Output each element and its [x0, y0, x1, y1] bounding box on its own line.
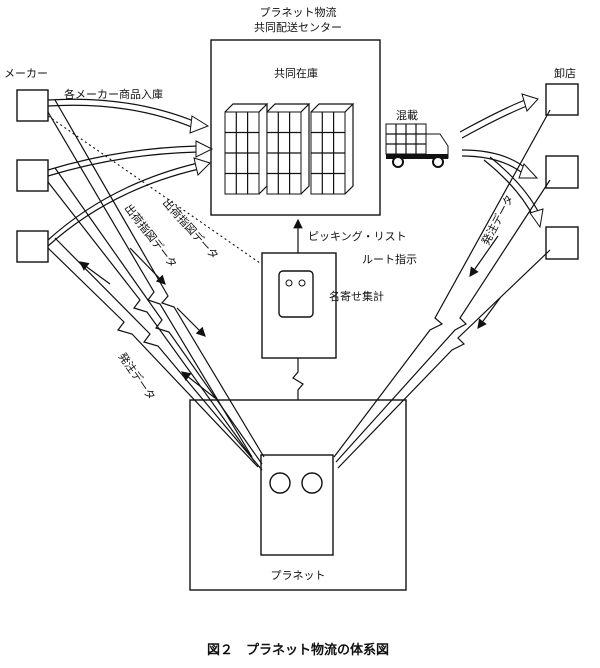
- wholesaler-box-2: [545, 155, 579, 189]
- maker-box-3: [16, 230, 49, 263]
- left-data-lines: [47, 99, 265, 471]
- aggregation-computer-icon: [278, 270, 314, 318]
- dotted-shipping-line: [47, 115, 271, 271]
- inbound-label: 各メーカー商品入庫: [64, 87, 163, 101]
- center-title-line1: プラネット物流: [260, 5, 337, 19]
- right-arrow-up-1: [469, 235, 499, 277]
- planet-computer-box: [260, 454, 334, 556]
- maker-box-2: [16, 159, 49, 192]
- outbound-arrows: [459, 93, 544, 229]
- wholesaler-box-1: [545, 83, 579, 116]
- route-instruction-label: ルート指示: [362, 252, 417, 266]
- right-data-lines: [333, 109, 551, 469]
- inbound-arrows: [47, 98, 214, 247]
- planet-label: プラネット: [271, 569, 326, 582]
- picking-list-label: ピッキング・リスト: [308, 229, 407, 243]
- left-arrow-up-1: [79, 261, 111, 285]
- wholesaler-label: 卸店: [554, 66, 576, 80]
- left-arrow-down-2: [176, 307, 206, 337]
- wholesaler-box-3: [545, 226, 579, 260]
- figure-caption: 図２ プラネット物流の体系図: [207, 642, 389, 658]
- mixed-load-label: 混載: [396, 109, 418, 122]
- maker-box-1: [16, 89, 49, 122]
- left-arrow-up-2: [181, 371, 216, 399]
- right-arrow-up-2: [477, 297, 501, 329]
- inventory-stack-middle-icon: [266, 103, 311, 195]
- inventory-stack-right-icon: [310, 103, 355, 195]
- center-title-line2: 共同配送センター: [254, 20, 342, 34]
- order-data-label-left: 発注データ: [116, 350, 159, 403]
- delivery-truck-icon: [385, 123, 449, 168]
- maker-label: メーカー: [4, 67, 48, 80]
- joint-stock-label: 共同在庫: [274, 66, 318, 80]
- name-aggregate-label: 名寄せ集計: [329, 289, 384, 303]
- left-arrow-down-1: [129, 247, 166, 285]
